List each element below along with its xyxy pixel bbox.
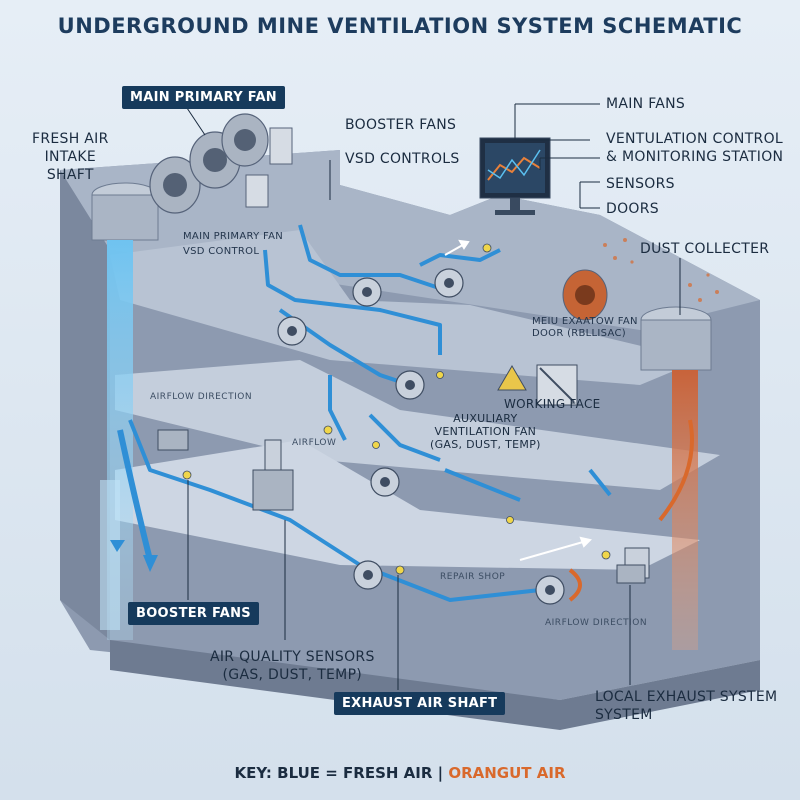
meiu-exhaust-fan-label: MEIU EXAATOW FAN DOOR (RBLLISAC) bbox=[532, 316, 638, 339]
fresh-air-intake-label: FRESH AIR INTAKE SHAFT bbox=[32, 131, 109, 183]
exhaust-air-shaft-label: EXHAUST AIR SHAFT bbox=[334, 692, 506, 715]
sensors-label: SENSORS bbox=[606, 176, 675, 192]
main-primary-fan-small-label: MAIN PRIMARY FAN bbox=[183, 231, 284, 242]
local-exhaust-system-label: LOCAL EXHAUST SYSTEM SYSTEM bbox=[595, 689, 778, 723]
ventilation-control-label: VENTULATION CONTROL & MONITORING STATION bbox=[606, 131, 784, 165]
air-quality-sensors-label: AIR QUALITY SENSORS (GAS, DUST, TEMP) bbox=[210, 649, 375, 683]
airflow-direction-right-label: AIRFLOW DIRECTION bbox=[545, 618, 648, 628]
airflow-direction-left-label: AIRFLOW DIRECTION bbox=[150, 392, 253, 402]
main-primary-fan-label: MAIN PRIMARY FAN bbox=[122, 86, 285, 109]
vsd-controls-label: VSD CONTROLS bbox=[345, 151, 460, 167]
color-key: KEY: BLUE = FRESH AIR | ORANGUT AIR bbox=[0, 764, 800, 782]
repair-shop-label: REPAIR SHOP bbox=[440, 572, 506, 582]
booster-fans-bottom-label: BOOSTER FANS bbox=[128, 602, 259, 625]
vsd-control-small-label: VSD CONTROL bbox=[183, 246, 260, 257]
diagram-title: UNDERGROUND MINE VENTILATION SYSTEM SCHE… bbox=[57, 14, 743, 38]
dust-collector-label: DUST COLLECTER bbox=[640, 241, 770, 257]
main-fans-label: MAIN FANS bbox=[606, 96, 686, 112]
key-prefix: KEY: BLUE = FRESH AIR | bbox=[234, 764, 449, 782]
auxiliary-ventilation-fan-label: AUXULIARY VENTILATION FAN (GAS, DUST, TE… bbox=[430, 412, 541, 451]
key-orange-text: ORANGUT AIR bbox=[448, 764, 566, 782]
working-face-label: WORKING FACE bbox=[504, 397, 601, 411]
booster-fans-top-label: BOOSTER FANS bbox=[345, 117, 457, 133]
doors-label: DOORS bbox=[606, 201, 659, 217]
airflow-mid-label: AIRFLOW bbox=[292, 438, 337, 448]
